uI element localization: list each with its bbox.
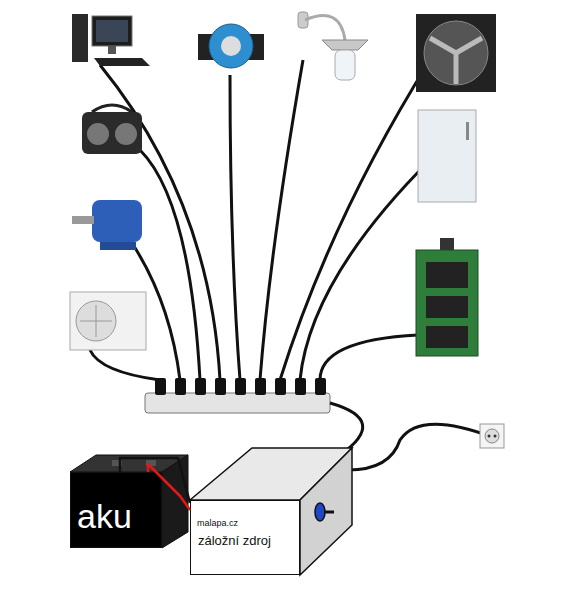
- pump: [198, 24, 264, 68]
- air-conditioner: [70, 292, 146, 350]
- ups-box: malapa.cz záložní zdroj: [190, 500, 300, 575]
- ups-box: [190, 448, 352, 575]
- lamp: [298, 12, 368, 80]
- radio: [82, 105, 142, 154]
- computer: [72, 14, 150, 66]
- power-strip: [145, 378, 330, 413]
- supply-cables: [330, 403, 492, 470]
- battery-label: aku: [77, 499, 132, 533]
- ups-label: záložní zdroj: [198, 534, 271, 547]
- boiler: [416, 238, 478, 356]
- fridge: [418, 110, 476, 202]
- motor: [72, 200, 142, 250]
- battery-box: aku: [70, 472, 162, 548]
- battery-wire: [120, 458, 190, 503]
- fan: [416, 14, 496, 92]
- battery: [70, 455, 188, 548]
- battery-wire: [148, 464, 190, 510]
- wall-socket: [480, 424, 504, 448]
- watermark: malapa.cz: [197, 519, 238, 528]
